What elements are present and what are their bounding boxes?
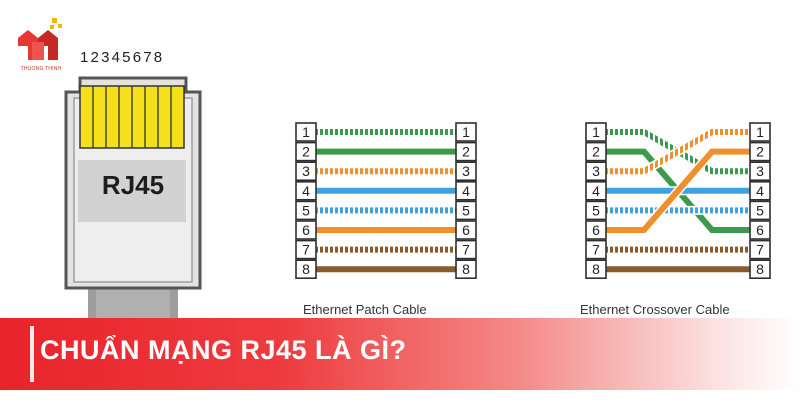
patch-right-pin-6-label: 6 (462, 222, 470, 238)
crossover-cable-caption: Ethernet Crossover Cable (580, 302, 730, 317)
crossover-left-pin-8-box (585, 259, 607, 280)
pin-numbers: 12345678 (80, 49, 165, 66)
patch-left-pin-4-box (295, 181, 317, 201)
patch-right-pin-4-label: 4 (462, 183, 470, 199)
crossover-left-pin-1-box (585, 122, 607, 142)
crossover-right-pin-1-box (749, 122, 771, 142)
crossover-right-pin-8-box (749, 259, 771, 280)
crossover-left-pin-6-box (585, 220, 607, 240)
crossover-wire-6 (606, 148, 750, 233)
patch-left-pin-5-box (295, 200, 317, 221)
patch-right-pin-4-box (455, 181, 477, 201)
patch-right-pin-2-label: 2 (462, 144, 470, 160)
crossover-right-pin-3-label: 3 (756, 163, 764, 179)
crossover-left-pin-6-label: 6 (592, 222, 600, 238)
patch-right-pin-1-label: 1 (462, 124, 470, 140)
crossover-left-pin-2-box (585, 141, 607, 162)
patch-right-pin-5-box (455, 200, 477, 221)
crossover-right-pin-2-label: 2 (756, 144, 764, 160)
patch-left-pin-6-box (295, 220, 317, 240)
crossover-left-pin-5-box (585, 200, 607, 221)
crossover-left-pin-8-label: 8 (592, 261, 600, 277)
patch-left-pin-8-box (295, 259, 317, 280)
crossover-right-pin-6-label: 6 (756, 222, 764, 238)
connector-label-plate (78, 160, 186, 222)
patch-right-pin-1-box (455, 122, 477, 142)
patch-left-pin-6-label: 6 (302, 222, 310, 238)
crossover-left-pin-7-box (585, 239, 607, 260)
banner-title: CHUẨN MẠNG RJ45 LÀ GÌ? (40, 335, 407, 365)
patch-right-pin-5-label: 5 (462, 202, 470, 218)
patch-left-pin-8-label: 8 (302, 261, 310, 277)
crossover-left-pin-1-label: 1 (592, 124, 600, 140)
crossover-right-pin-4-label: 4 (756, 183, 764, 199)
patch-left-pin-7-box (295, 239, 317, 260)
crossover-right-pin-8-label: 8 (756, 261, 764, 277)
crossover-right-pin-5-label: 5 (756, 202, 764, 218)
logo-caption: THUONG THINH (20, 66, 62, 72)
patch-right-pin-8-box (455, 259, 477, 280)
patch-right-pin-2-box (455, 141, 477, 162)
crossover-left-pin-7-label: 7 (592, 242, 600, 258)
crossover-left-pin-2-label: 2 (592, 144, 600, 160)
crossover-right-pin-6-box (749, 220, 771, 240)
crossover-right-pin-5-box (749, 200, 771, 221)
brand-logo-icon (18, 18, 62, 60)
crossover-left-pin-3-box (585, 161, 607, 181)
crossover-left-pin-3-label: 3 (592, 163, 600, 179)
patch-left-pin-3-box (295, 161, 317, 181)
crossover-right-pin-3-box (749, 161, 771, 181)
crossover-right-pin-7-box (749, 239, 771, 260)
patch-left-pin-2-box (295, 141, 317, 162)
patch-left-pin-7-label: 7 (302, 242, 310, 258)
crossover-right-pin-1-label: 1 (756, 124, 764, 140)
patch-left-pin-1-label: 1 (302, 124, 310, 140)
crossover-right-pin-4-box (749, 181, 771, 201)
connector-label: RJ45 (101, 170, 165, 200)
crossover-left-pin-4-label: 4 (592, 183, 600, 199)
patch-right-pin-8-label: 8 (462, 261, 470, 277)
bottom-strip (0, 390, 800, 420)
patch-left-pin-3-label: 3 (302, 163, 310, 179)
patch-left-pin-5-label: 5 (302, 202, 310, 218)
crossover-left-pin-4-box (585, 181, 607, 201)
patch-right-pin-7-label: 7 (462, 242, 470, 258)
crossover-left-pin-5-label: 5 (592, 202, 600, 218)
patch-left-pin-2-label: 2 (302, 144, 310, 160)
patch-right-pin-6-box (455, 220, 477, 240)
crossover-wire-3 (606, 129, 750, 175)
banner-accent-bar (30, 326, 34, 382)
patch-right-pin-3-box (455, 161, 477, 181)
crossover-right-pin-2-box (749, 141, 771, 162)
patch-cable-caption: Ethernet Patch Cable (303, 302, 427, 317)
patch-right-pin-7-box (455, 239, 477, 260)
title-banner: CHUẨN MẠNG RJ45 LÀ GÌ? (0, 318, 800, 390)
patch-left-pin-4-label: 4 (302, 183, 310, 199)
patch-right-pin-3-label: 3 (462, 163, 470, 179)
patch-left-pin-1-box (295, 122, 317, 142)
crossover-right-pin-7-label: 7 (756, 242, 764, 258)
